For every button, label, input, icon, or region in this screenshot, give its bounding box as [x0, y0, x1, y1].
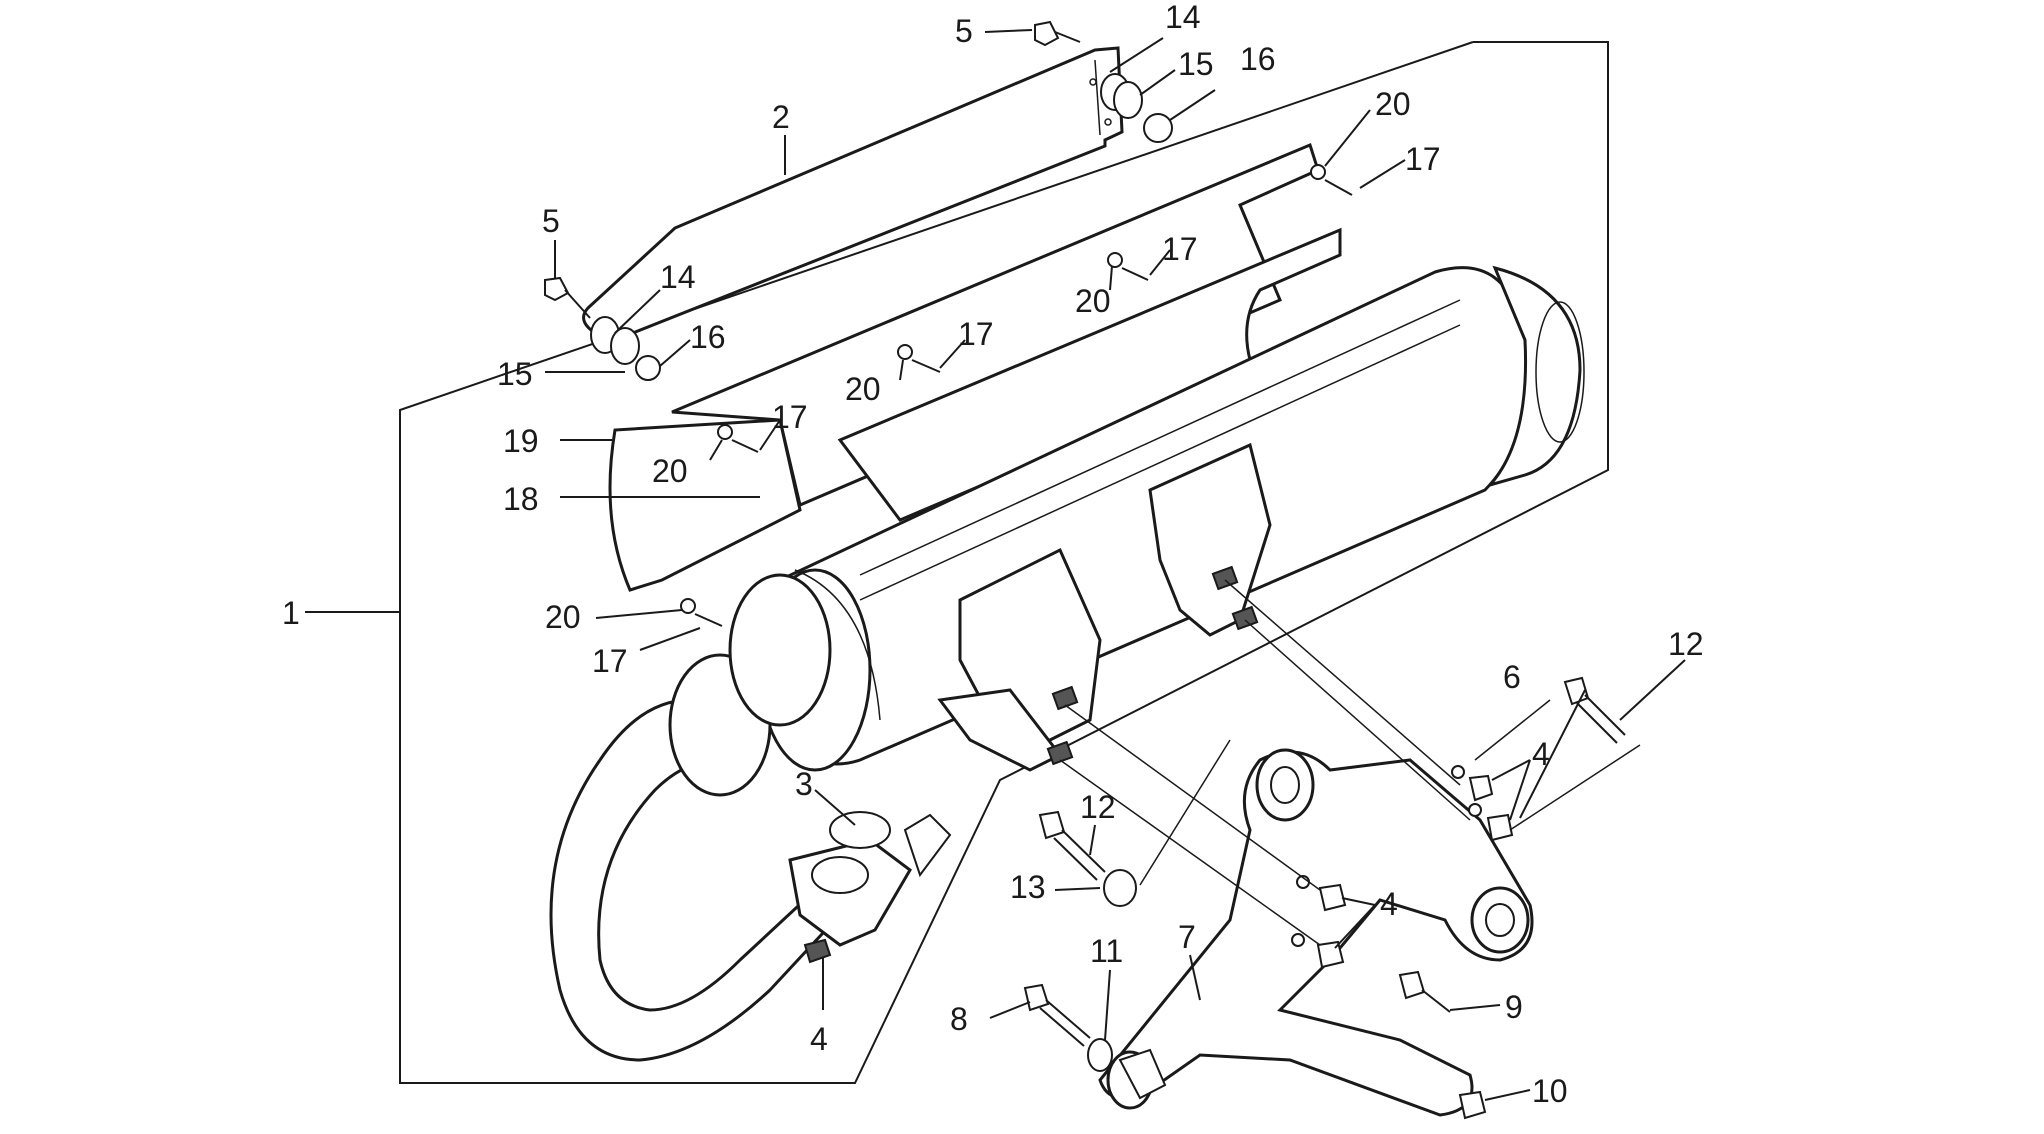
assembly-bracket-outline: [305, 41, 1609, 1084]
callout-13: 13: [1010, 869, 1046, 905]
callout-16-left: 16: [690, 319, 726, 355]
mounting-bracket-7: [1098, 748, 1534, 1117]
callout-17-top-right: 17: [1405, 141, 1441, 177]
muffler-mount-brackets: [937, 442, 1272, 772]
callout-17-middle: 17: [958, 316, 994, 352]
hardware-bolt-9: [1398, 970, 1451, 1013]
callout-10: 10: [1532, 1073, 1568, 1109]
callout-5-left: 5: [542, 203, 560, 239]
callout-labels: 5 14 15 16 20 17 2 5 14 16 15 17 20 17 2…: [282, 0, 1704, 1109]
callout-17-left-middle: 17: [772, 399, 808, 435]
hardware-washer-14-15-left: [590, 316, 661, 381]
callout-9: 9: [1505, 989, 1523, 1025]
callout-12-middle: 12: [1080, 789, 1116, 825]
callout-1: 1: [282, 595, 300, 631]
callout-19: 19: [503, 423, 539, 459]
callout-12-right: 12: [1668, 626, 1704, 662]
callout-4-bottom: 4: [810, 1021, 828, 1057]
callout-6: 6: [1503, 659, 1521, 695]
callout-15-left: 15: [497, 356, 533, 392]
assembly-guide-lines: [1059, 579, 1641, 946]
callout-5-top: 5: [955, 13, 973, 49]
callout-20-left-middle: 20: [652, 453, 688, 489]
callout-16-top: 16: [1240, 41, 1276, 77]
callout-3: 3: [795, 766, 813, 802]
leader-lines: [545, 29, 1686, 1101]
callout-14-left: 14: [660, 259, 696, 295]
heat-shield-19: [608, 142, 1320, 592]
hardware-screws-17-20: [680, 164, 1353, 627]
callout-17-bottom-left: 17: [592, 643, 628, 679]
callout-11: 11: [1090, 933, 1123, 969]
callout-17-upper-middle: 17: [1162, 231, 1198, 267]
hardware-washer-14-15-top: [1100, 73, 1143, 119]
exhaust-pipe: [549, 573, 838, 1062]
hardware-nut-10: [1458, 1090, 1487, 1120]
hardware-spacer-13: [1103, 869, 1137, 907]
hardware-nut-16-top: [1143, 113, 1173, 143]
callout-20-upper-middle: 20: [1075, 283, 1111, 319]
callout-8: 8: [950, 1001, 968, 1037]
callout-4-middle: 4: [1380, 886, 1398, 922]
callout-18: 18: [503, 481, 539, 517]
callout-7: 7: [1178, 919, 1196, 955]
hardware-bolt-12-top-right: [1563, 676, 1626, 744]
callout-4-right: 4: [1532, 736, 1550, 772]
hardware-nuts-4-right: [1451, 765, 1514, 842]
hardware-bolt-8: [1023, 983, 1091, 1047]
callout-14-top: 14: [1165, 0, 1201, 35]
callout-15-top: 15: [1178, 46, 1214, 82]
hardware-bolt-5-left: [544, 276, 591, 319]
callout-20-middle: 20: [845, 371, 881, 407]
exhaust-flange: [788, 811, 952, 964]
callout-2: 2: [772, 99, 790, 135]
hardware-bolt-12-middle: [1038, 810, 1106, 881]
hardware-bolt-5-top: [1034, 20, 1081, 47]
callout-20-bottom-left: 20: [545, 599, 581, 635]
hardware-washer-11: [1087, 1038, 1113, 1072]
upper-heat-shield: [582, 46, 1124, 342]
callout-20-top-right: 20: [1375, 86, 1411, 122]
